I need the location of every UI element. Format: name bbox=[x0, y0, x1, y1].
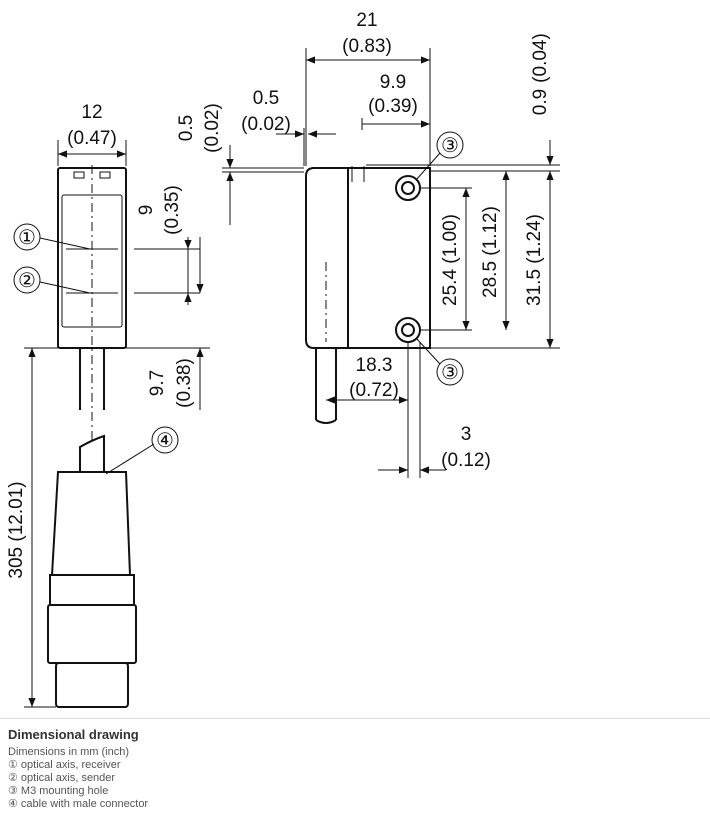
offset-mm: 9.9 bbox=[380, 72, 406, 93]
width-dim: 21 (0.83) bbox=[305, 10, 431, 166]
dimensional-drawing: 12 (0.47) 9 (0.35) 9.7 (0.38) 305 (12.01… bbox=[6, 10, 560, 708]
cable-length-dim: 305 (12.01) bbox=[6, 347, 58, 708]
caption-subtitle: Dimensions in mm (inch) bbox=[8, 746, 130, 758]
top-right-in: (0.04) bbox=[530, 33, 551, 83]
top-right-mm: 0.9 bbox=[530, 89, 551, 115]
offset-in: (0.39) bbox=[368, 96, 418, 117]
caption: Dimensional drawing Dimensions in mm (in… bbox=[0, 718, 710, 820]
gap-mm: 0.5 bbox=[253, 88, 279, 109]
front-view bbox=[57, 165, 127, 472]
axis-spacing-in: (0.35) bbox=[162, 185, 183, 235]
height: 31.5 (1.24) bbox=[524, 214, 545, 306]
top-left-dim: 0.5 (0.02) bbox=[176, 103, 304, 225]
callout-3-top: ③ bbox=[415, 131, 464, 181]
callout-1: ① bbox=[13, 223, 91, 251]
hole-edge-in: (0.12) bbox=[441, 450, 491, 471]
cable-length-mm-in: 305 (12.01) bbox=[6, 481, 27, 578]
hole-spacing: 25.4 (1.00) bbox=[440, 214, 461, 306]
offset-dim: 9.9 (0.39) bbox=[361, 72, 430, 130]
legend-list: ① optical axis, receiver ② optical axis,… bbox=[8, 759, 148, 811]
svg-text:②: ② bbox=[18, 270, 36, 292]
front-width-in: (0.47) bbox=[67, 128, 117, 149]
svg-text:③: ③ bbox=[441, 362, 459, 384]
legend-item: ① optical axis, receiver bbox=[8, 759, 121, 771]
svg-text:④: ④ bbox=[156, 430, 174, 452]
front-width-dim: 12 (0.47) bbox=[57, 102, 127, 166]
top-right-dim: 0.9 (0.04) bbox=[366, 33, 560, 172]
legend-item: ③ M3 mounting hole bbox=[8, 785, 109, 797]
svg-text:①: ① bbox=[18, 227, 36, 249]
gap-in: (0.02) bbox=[241, 114, 291, 135]
callout-2: ② bbox=[13, 266, 91, 294]
legend-item: ② optical axis, sender bbox=[8, 772, 116, 784]
male-connector bbox=[47, 471, 137, 708]
width-in: (0.83) bbox=[342, 36, 392, 57]
axis-bottom-mm: 9.7 bbox=[147, 370, 168, 396]
side-view bbox=[305, 166, 431, 424]
axis-spacing-mm: 9 bbox=[136, 205, 157, 216]
top-left-in: (0.02) bbox=[202, 103, 223, 153]
top-left-mm: 0.5 bbox=[176, 115, 197, 141]
hole-edge-mm: 3 bbox=[461, 424, 472, 445]
callout-4: ④ bbox=[105, 426, 179, 475]
legend-item: ④ cable with male connector bbox=[8, 798, 149, 810]
callout-3-bottom: ③ bbox=[415, 337, 464, 386]
svg-text:③: ③ bbox=[441, 135, 459, 157]
gap-dim: 0.5 (0.02) bbox=[241, 88, 336, 166]
axis-bottom-in: (0.38) bbox=[174, 358, 195, 408]
front-width-mm: 12 bbox=[81, 102, 102, 123]
hole-x-mm: 18.3 bbox=[356, 355, 393, 376]
hole-vertical-dims: 25.4 (1.00) 28.5 (1.12) 31.5 (1.24) bbox=[420, 171, 560, 349]
width-mm: 21 bbox=[356, 10, 377, 31]
hole-x-dims: 18.3 (0.72) 3 (0.12) bbox=[326, 342, 491, 478]
caption-title: Dimensional drawing bbox=[8, 727, 139, 742]
optical-axis-dims: 9 (0.35) 9.7 (0.38) bbox=[66, 185, 210, 410]
hole-x-in: (0.72) bbox=[349, 380, 399, 401]
hole-top: 28.5 (1.12) bbox=[480, 206, 501, 298]
